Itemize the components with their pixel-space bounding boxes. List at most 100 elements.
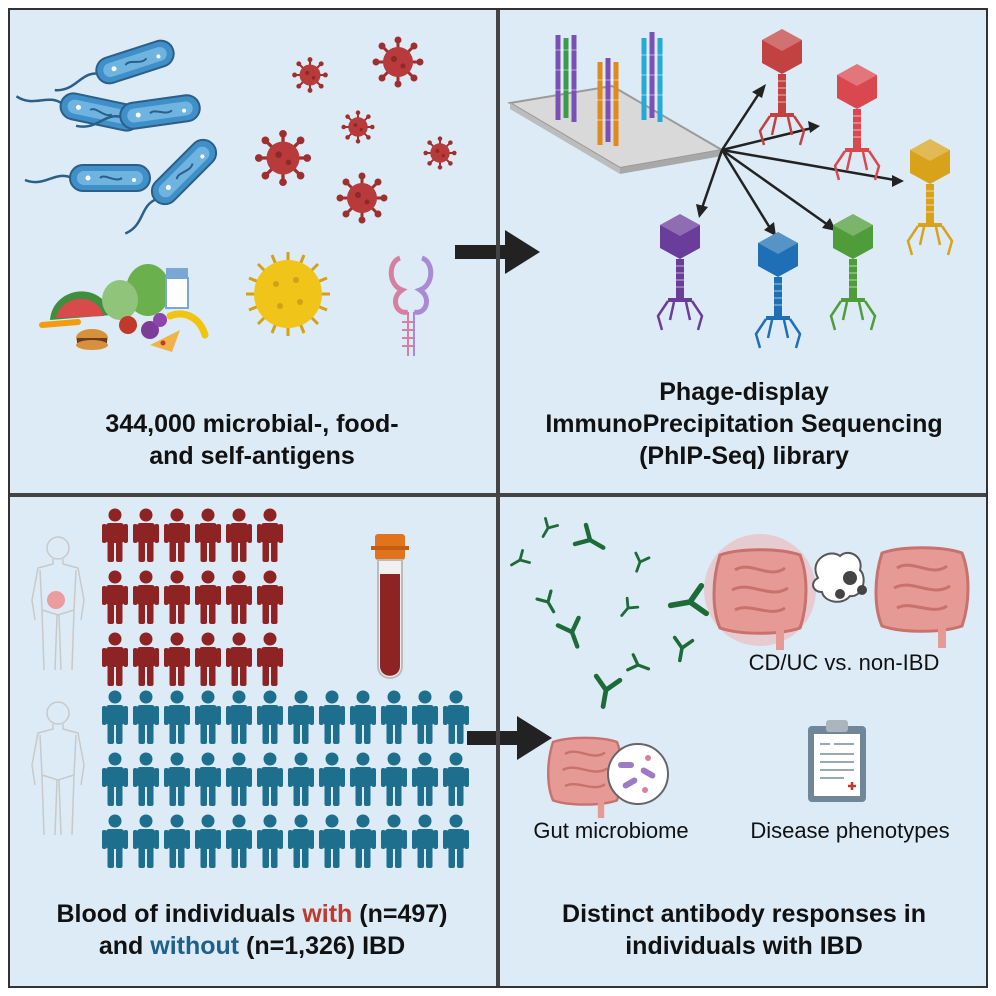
panel-divider-horizontal (8, 493, 988, 497)
blood-caption: Blood of individuals with (n=497) and wi… (8, 898, 496, 962)
person-icon (102, 752, 128, 806)
slide-array-icon (507, 32, 725, 174)
panel-phip-seq-library (500, 8, 988, 493)
results-caption: Distinct antibody responses in individua… (500, 898, 988, 962)
person-icon (226, 508, 252, 562)
person-icon (443, 814, 469, 868)
clipboard-icon (808, 720, 866, 802)
viruses-group (253, 35, 458, 225)
person-icon (164, 752, 190, 806)
person-icon (195, 570, 221, 624)
person-icon (195, 814, 221, 868)
person-icon (288, 752, 314, 806)
person-icon (133, 508, 159, 562)
person-icon (350, 814, 376, 868)
library-caption-line-1: Phage-display (659, 378, 829, 406)
antigens-caption: 344,000 microbial-, food- and self-antig… (8, 408, 496, 472)
person-icon (257, 632, 283, 686)
human-outline-non-ibd (31, 701, 85, 836)
results-caption-line-2: individuals with IBD (625, 932, 863, 960)
person-icon (381, 814, 407, 868)
person-icon (226, 570, 252, 624)
person-icon (257, 508, 283, 562)
person-icon (443, 690, 469, 744)
blood-caption-text: Blood of individuals (56, 900, 303, 928)
person-icon (257, 752, 283, 806)
antigens-caption-line-2: and self-antigens (149, 442, 355, 470)
person-icon (164, 508, 190, 562)
person-icon (350, 690, 376, 744)
brain-gears-icon (812, 551, 867, 603)
ibd-count: (n=497) (352, 900, 448, 928)
results-caption-line-1: Distinct antibody responses in (562, 900, 926, 928)
person-icon (195, 752, 221, 806)
pollen-icon (246, 252, 330, 336)
person-icon (412, 690, 438, 744)
self-antigen-icon (388, 255, 434, 356)
person-icon (133, 632, 159, 686)
food-icon (39, 264, 209, 352)
blood-caption-line-1: Blood of individuals with (n=497) (8, 898, 496, 930)
person-icon (102, 632, 128, 686)
person-icon (412, 752, 438, 806)
person-icon (102, 508, 128, 562)
non-ibd-count: (n=1,326) IBD (239, 932, 406, 960)
arrowheads (696, 84, 904, 236)
blood-caption-line-2: and without (n=1,326) IBD (8, 930, 496, 962)
person-icon (381, 752, 407, 806)
person-icon (133, 752, 159, 806)
person-icon (195, 690, 221, 744)
person-icon (412, 814, 438, 868)
person-icon (133, 690, 159, 744)
person-icon (133, 814, 159, 868)
healthy-gut-icon (876, 548, 968, 648)
person-icon (288, 814, 314, 868)
person-icon (257, 570, 283, 624)
person-icon (226, 632, 252, 686)
panel-blood-samples (8, 497, 496, 988)
library-caption-line-2: ImmunoPrecipitation Sequencing (545, 410, 943, 438)
dispersion-arrows (700, 91, 896, 229)
blood-caption-text: and (98, 932, 151, 960)
cd-uc-label: CD/UC vs. non-IBD (748, 650, 940, 675)
with-ibd-highlight: with (302, 900, 353, 928)
person-icon (226, 814, 252, 868)
person-icon (257, 814, 283, 868)
person-icon (350, 752, 376, 806)
antibodies-group (506, 517, 706, 708)
human-outline-ibd (31, 536, 85, 671)
library-caption-line-3: (PhIP-Seq) library (639, 442, 849, 470)
person-icon (381, 690, 407, 744)
person-icon (319, 814, 345, 868)
person-icon (102, 814, 128, 868)
person-icon (102, 690, 128, 744)
person-icon (195, 632, 221, 686)
antigens-caption-line-1: 344,000 microbial-, food- (105, 410, 399, 438)
person-icon (226, 690, 252, 744)
person-icon (195, 508, 221, 562)
person-icon (102, 570, 128, 624)
without-ibd-highlight: without (150, 932, 240, 960)
disease-phenotypes-label: Disease phenotypes (750, 818, 950, 843)
person-icon (164, 632, 190, 686)
person-icon (319, 752, 345, 806)
panel-antigens (8, 8, 496, 493)
library-caption: Phage-display ImmunoPrecipitation Sequen… (500, 376, 988, 472)
person-icon (226, 752, 252, 806)
non-ibd-cohort-icons (102, 690, 469, 868)
panel-divider-vertical (496, 8, 500, 988)
person-icon (164, 814, 190, 868)
arrow-icon (467, 716, 552, 760)
gut-microbiome-label: Gut microbiome (533, 818, 689, 843)
blood-tube-icon (371, 534, 409, 679)
phage-group (656, 27, 954, 350)
bacteria-group (12, 36, 223, 243)
person-icon (164, 690, 190, 744)
inflamed-gut-icon (704, 534, 816, 650)
person-icon (288, 690, 314, 744)
person-icon (133, 570, 159, 624)
person-icon (164, 570, 190, 624)
gut-microbiome-icon (548, 738, 669, 818)
person-icon (257, 690, 283, 744)
